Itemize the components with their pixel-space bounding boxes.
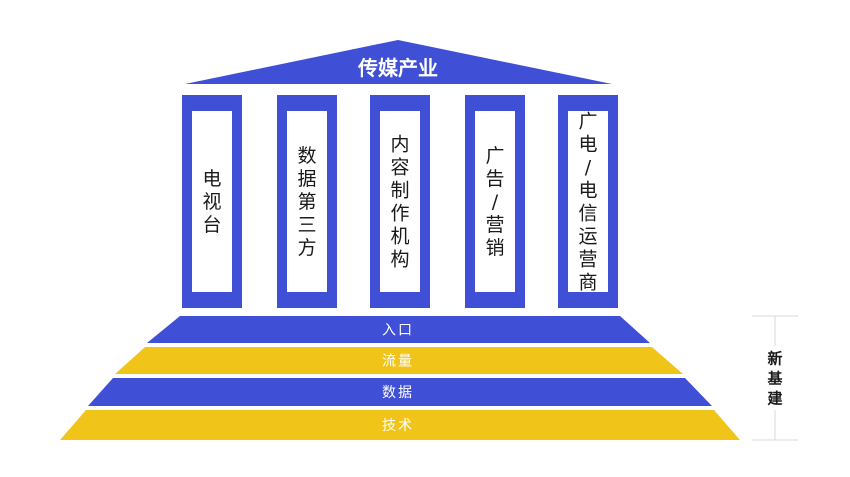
tier-1 (147, 316, 650, 343)
tier-2 (115, 347, 683, 374)
side-label-group: 新基建 (766, 350, 783, 408)
pillar-1-label: 电视台 (202, 168, 221, 236)
pillar-2-label: 数据第三方 (297, 145, 316, 259)
pillar-1-panel (192, 111, 232, 292)
tier-1-label: 入口 (382, 323, 414, 339)
pillar-4-panel (475, 111, 515, 292)
roof-label: 传媒产业 (357, 56, 438, 80)
pillar-4-label: 广告/营销 (485, 145, 504, 259)
tier-4 (60, 410, 740, 440)
pillar-2-panel (287, 111, 327, 292)
pillar-3-label: 内容制作机构 (390, 133, 409, 270)
pillar-5-panel (568, 111, 608, 292)
pillar-3-panel (380, 111, 420, 292)
side-label: 新基建 (766, 350, 783, 408)
roof-pediment (185, 40, 612, 84)
tier-4-label: 技术 (382, 418, 414, 434)
pillars-group: 电视台 数据第三方 内容制作机构 广告/营销 广电/电信运营商 (182, 95, 618, 308)
pillar-5-label: 广电/电信运营商 (578, 110, 597, 293)
tier-3-label: 数据 (382, 385, 414, 401)
tier-3 (88, 378, 712, 406)
tier-2-label: 流量 (382, 354, 414, 370)
